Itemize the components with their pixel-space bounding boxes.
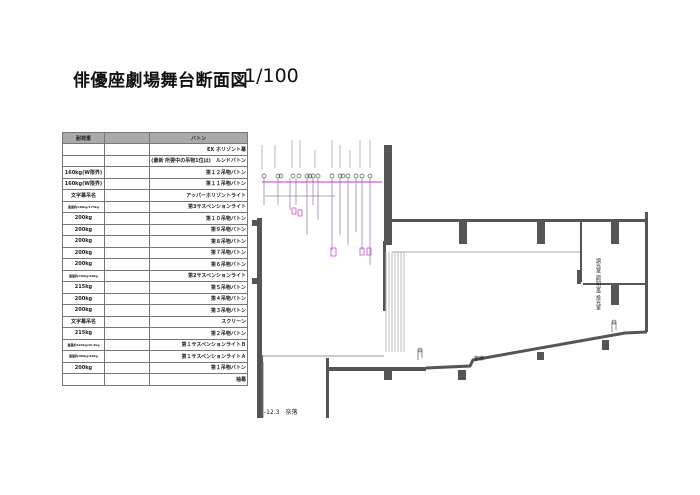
batten-cell: (最新 所要中の吊物1位は) ルンドバトン xyxy=(149,154,248,167)
audience-label: 客席 xyxy=(474,355,484,362)
walls xyxy=(252,145,648,418)
batten-cell: 第８吊物バトン xyxy=(149,235,248,248)
batten-cell: 第１０吊物バトン xyxy=(149,212,248,225)
note-cell xyxy=(103,223,151,236)
table-row: 袖幕 xyxy=(62,373,248,386)
scale-label: 1/100 xyxy=(244,65,299,87)
load-cell: 200kg xyxy=(62,223,105,236)
table-row: 200kg 第８吊物バトン xyxy=(62,235,248,248)
batten-cell: アッパーホリゾントライト xyxy=(149,189,248,202)
batten-cell: 第１２吊物バトン xyxy=(149,166,248,179)
batten-cell: 第９吊物バトン xyxy=(149,223,248,236)
batten-cell: 袖幕 xyxy=(149,373,248,386)
header-load: 耐荷重 xyxy=(62,132,105,144)
batten-cell: 第3サスペンションライト xyxy=(149,200,248,213)
note-cell xyxy=(103,189,151,202)
table-row: 160kg(W限界)第１２吊物バトン xyxy=(62,166,248,179)
note-cell xyxy=(103,212,151,225)
floor-lines xyxy=(262,251,648,418)
batten-pipes xyxy=(261,173,373,179)
note-cell xyxy=(103,143,151,156)
note-cell xyxy=(103,373,151,386)
batten-lines xyxy=(262,178,382,265)
table-row: 文字幕吊名アッパーホリゾントライト xyxy=(62,189,248,202)
pit-label: -12.3 奈落 xyxy=(264,408,298,416)
note-cell xyxy=(103,235,151,248)
table-row: 200kg 第９吊物バトン xyxy=(62,223,248,236)
load-cell: 200kg xyxy=(62,212,105,225)
header-note xyxy=(103,132,151,144)
table-row: (最新 所要中の吊物1位は) ルンドバトン xyxy=(62,154,248,167)
booth-label: 調光室 (照明室) 投光室 xyxy=(595,257,601,310)
table-row: 200kg 第１０吊物バトン xyxy=(62,212,248,225)
load-cell: 200kg xyxy=(62,235,105,248)
note-cell xyxy=(103,200,151,213)
note-cell xyxy=(103,154,151,167)
batten-cell: 第１１吊物バトン xyxy=(149,177,248,190)
note-cell xyxy=(103,177,151,190)
batten-cell: EX ホリゾント幕 xyxy=(149,143,248,156)
table-row: 160kg(W限界)第１１吊物バトン xyxy=(62,177,248,190)
stage-steps xyxy=(385,252,405,352)
page-title: 俳優座劇場舞台断面図 xyxy=(73,71,248,91)
fly-labels xyxy=(261,140,371,170)
note-cell xyxy=(103,166,151,179)
lighting-fixtures xyxy=(291,207,372,257)
load-cell: 重量約140kg/175kg xyxy=(62,200,105,213)
seated-figures xyxy=(417,319,617,360)
table-row: 文字幕吊名スクリーン xyxy=(62,315,248,328)
table-header-row: 耐荷重 バトン xyxy=(62,132,248,144)
table-row: EX ホリゾント幕 xyxy=(62,143,248,156)
header-batten: バトン xyxy=(149,132,248,144)
table-row: 重量約140kg/175kg 第3サスペンションライト xyxy=(62,200,248,213)
